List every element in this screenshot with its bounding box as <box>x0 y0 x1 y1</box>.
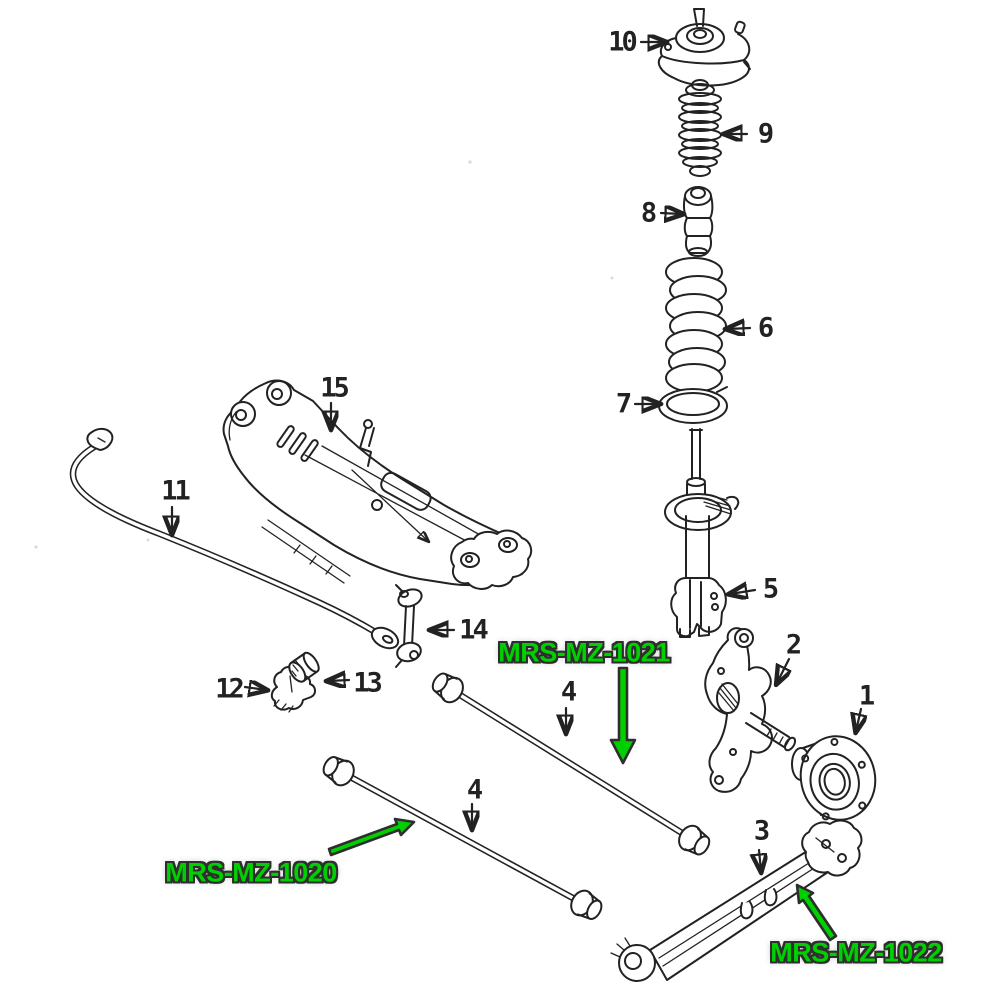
hub-part <box>791 735 877 821</box>
leader-arrow-2 <box>777 657 789 683</box>
green-arrow-mz1020 <box>327 817 416 857</box>
callout-1: 1 <box>858 680 875 712</box>
callout-7: 7 <box>615 388 632 420</box>
lateral-link-lower-part <box>322 755 603 921</box>
stabilizer-link-part <box>395 584 423 668</box>
stabilizer-bushing-part <box>288 651 320 683</box>
callout-3: 3 <box>753 815 770 847</box>
callout-8: 8 <box>640 197 657 229</box>
callout-12: 12 <box>215 673 244 705</box>
callout-9: 9 <box>757 118 774 150</box>
strut-part <box>664 428 740 638</box>
part-label-mrs-mz-1021: MRS-MZ-1021 <box>498 637 670 668</box>
callout-2: 2 <box>785 629 802 661</box>
trailing-arm-part <box>610 819 863 982</box>
strut-mount-part <box>657 8 751 87</box>
callout-11: 11 <box>161 475 190 507</box>
dust-boot-part <box>678 79 722 177</box>
coil-spring-part <box>665 257 727 393</box>
leader-arrow-5 <box>730 590 757 594</box>
callout-10: 10 <box>608 26 637 58</box>
subframe-part <box>222 379 533 590</box>
part-label-mrs-mz-1022: MRS-MZ-1022 <box>770 937 942 968</box>
callout-15: 15 <box>320 372 349 404</box>
bump-stop-part <box>682 186 714 257</box>
callout-14: 14 <box>459 614 488 646</box>
leader-arrow-13 <box>328 680 351 681</box>
leader-arrow-12 <box>243 687 266 690</box>
leader-arrow-3 <box>759 848 761 871</box>
leader-arrow-8 <box>659 213 682 214</box>
green-label-arrows <box>327 666 838 942</box>
spring-seat-part <box>658 386 728 424</box>
stabilizer-bar-part <box>69 427 400 650</box>
callout-6: 6 <box>757 312 774 344</box>
leader-arrow-6 <box>727 328 752 329</box>
leader-arrow-1 <box>856 707 861 731</box>
green-arrow-mz1022 <box>795 883 838 942</box>
lateral-link-upper-part <box>431 672 711 856</box>
scan-speckles <box>34 160 614 549</box>
callout-5: 5 <box>762 573 779 605</box>
knuckle-part <box>704 627 797 793</box>
callout-4-lower: 4 <box>466 774 483 806</box>
part-label-mrs-mz-1020: MRS-MZ-1020 <box>165 857 337 888</box>
callout-leader-arrows <box>172 42 861 871</box>
callout-13: 13 <box>353 667 382 699</box>
callout-4-upper: 4 <box>560 676 577 708</box>
green-arrow-mz1021 <box>609 666 637 765</box>
